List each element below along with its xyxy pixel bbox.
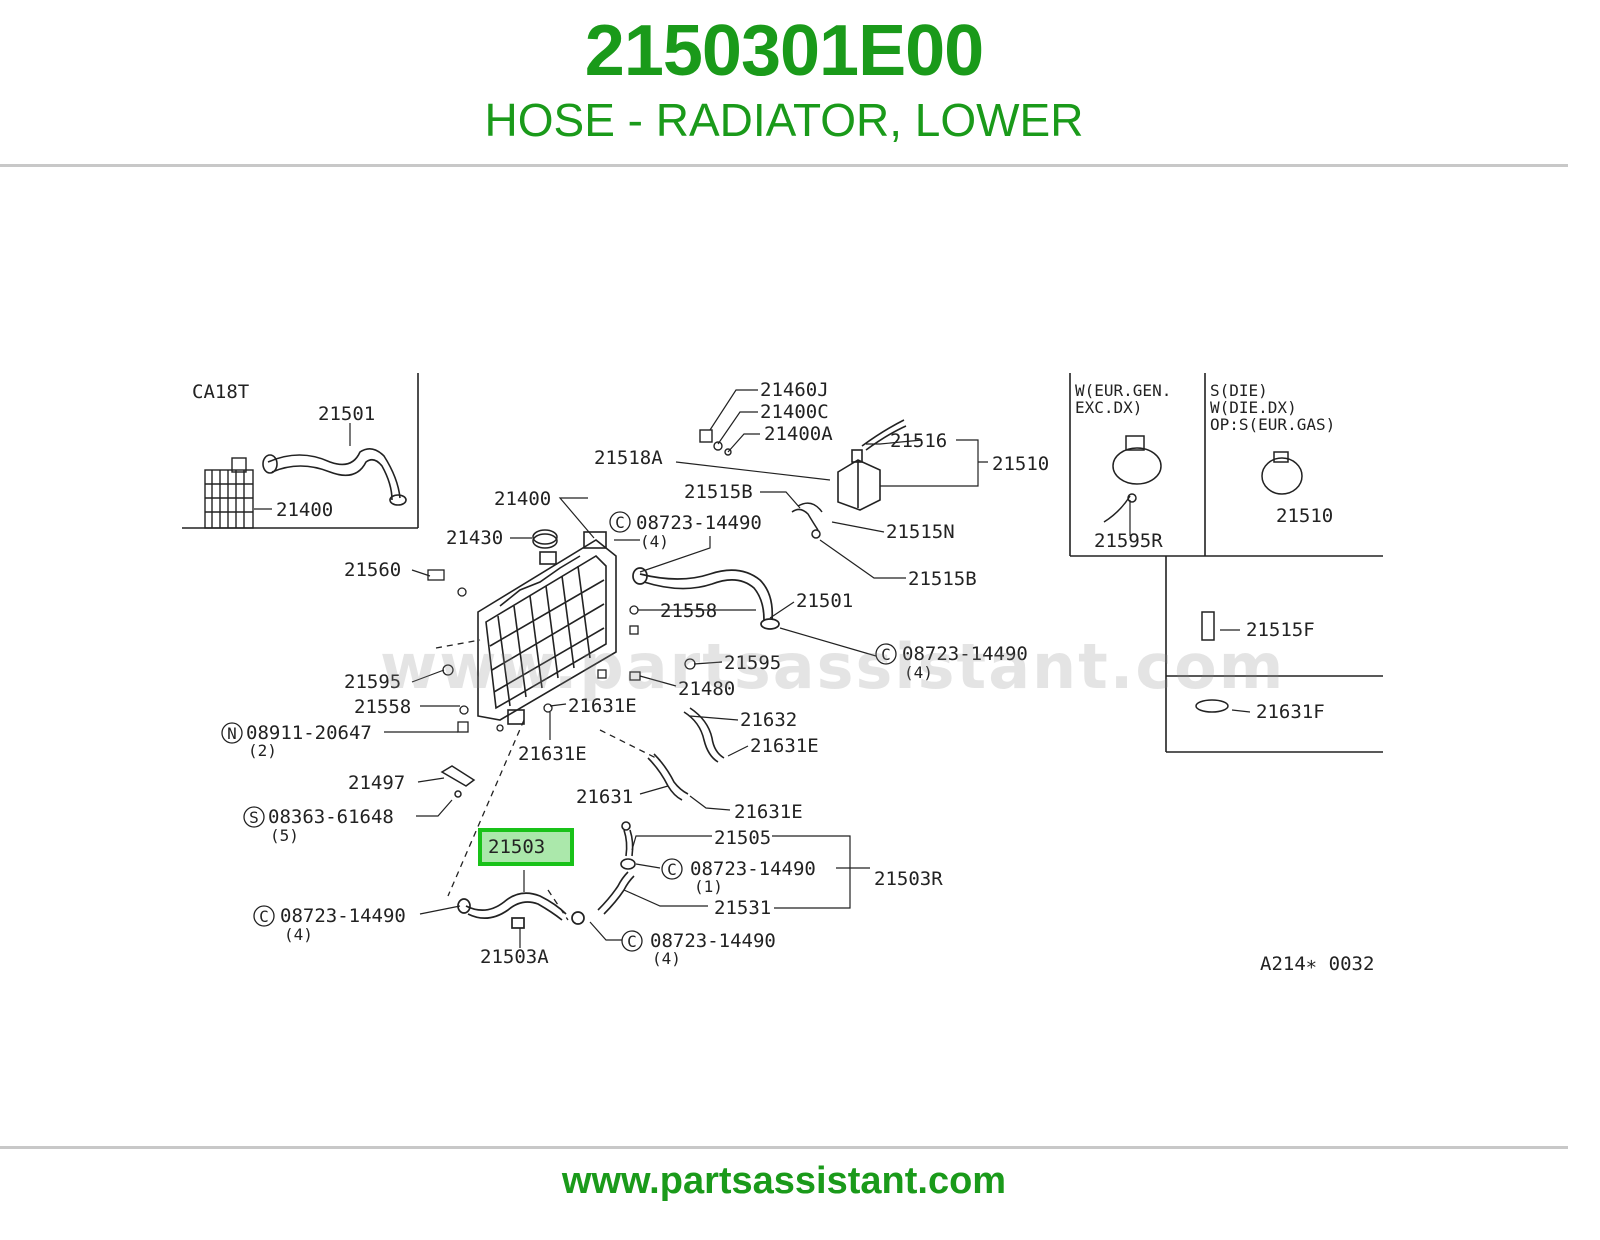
label-21501[interactable]: 21501: [796, 590, 853, 612]
reservoir-tank: [837, 419, 907, 511]
circle-c-mark: C: [615, 513, 625, 532]
label-21531[interactable]: 21531: [714, 897, 771, 919]
label-21510[interactable]: 21510: [992, 453, 1049, 475]
cap-small-parts: [699, 429, 732, 456]
footer-site-link[interactable]: www.partsassistant.com: [561, 1160, 1007, 1202]
label-21515f[interactable]: 21515F: [1246, 619, 1315, 641]
label-21631[interactable]: 21631: [576, 786, 633, 808]
label-qty-4-e: (4): [652, 949, 681, 968]
label-21595r[interactable]: 21595R: [1094, 530, 1163, 552]
label-21497[interactable]: 21497: [348, 772, 405, 794]
part-description: HOSE - RADIATOR, LOWER: [484, 94, 1084, 146]
leader-lines: [384, 389, 1251, 948]
circle-n-mark: N: [227, 724, 237, 743]
label-21515b-top[interactable]: 21515B: [684, 481, 753, 503]
circle-c-mark: C: [259, 907, 269, 926]
label-08363[interactable]: 08363-61648: [268, 806, 394, 828]
label-qty-4-d: (4): [284, 925, 313, 944]
inset-upper-hose: [262, 448, 407, 506]
label-08723-d[interactable]: 08723-14490: [280, 905, 406, 927]
inset-leader-lines: [254, 423, 351, 510]
part-number-title: 2150301E00: [584, 11, 984, 91]
highlight-box-21503[interactable]: [478, 828, 574, 866]
label-21501-inset: 21501: [318, 403, 375, 425]
diagram-background: [178, 340, 1390, 992]
label-21560[interactable]: 21560: [344, 559, 401, 581]
inset-engine-label: CA18T: [192, 381, 249, 403]
note-s-line2: W(DIE.DX): [1210, 398, 1297, 417]
label-qty-4-b: (4): [904, 663, 933, 682]
watermark: www.partsassistant.com: [380, 630, 1285, 703]
circle-prefix-marks: [221, 511, 897, 952]
label-21430[interactable]: 21430: [446, 527, 503, 549]
label-21400-inset: 21400: [276, 499, 333, 521]
bracket-21497: [440, 765, 476, 798]
label-21515n[interactable]: 21515N: [886, 521, 955, 543]
label-21515b-bottom[interactable]: 21515B: [908, 568, 977, 590]
label-21631e-b[interactable]: 21631E: [750, 735, 819, 757]
options-parts-drawings: [1103, 435, 1303, 713]
label-21631e-d[interactable]: 21631E: [734, 801, 803, 823]
label-21516[interactable]: 21516: [890, 430, 947, 452]
label-21631f[interactable]: 21631F: [1256, 701, 1325, 723]
circle-prefix-letters: C C N S C C C: [227, 513, 891, 951]
circle-c-mark: C: [881, 645, 891, 664]
label-21631e-a[interactable]: 21631E: [568, 695, 637, 717]
circle-c-mark: C: [627, 932, 637, 951]
dashed-guides: [435, 639, 661, 921]
label-21595-right[interactable]: 21595: [724, 652, 781, 674]
label-21480[interactable]: 21480: [678, 678, 735, 700]
circle-c-mark: C: [667, 860, 677, 879]
label-qty-2: (2): [248, 741, 277, 760]
circle-s-mark: S: [249, 808, 259, 827]
label-qty-1: (1): [694, 877, 723, 896]
label-08723-c[interactable]: 08723-14490: [690, 858, 816, 880]
inset-radiator-drawing: [204, 457, 254, 529]
part-labels: 21460J 21400C 21400A 21518A 21516 21510 …: [246, 379, 1333, 968]
option-notes: W(EUR.GEN. EXC.DX) S(DIE) W(DIE.DX) OP:S…: [1075, 381, 1335, 434]
upper-radiator-hose: [632, 567, 780, 630]
label-21631e-c[interactable]: 21631E: [518, 743, 587, 765]
label-08723-a[interactable]: 08723-14490: [636, 512, 762, 534]
label-21518a[interactable]: 21518A: [594, 447, 663, 469]
label-21503a[interactable]: 21503A: [480, 946, 549, 968]
note-s-line1: S(DIE): [1210, 381, 1268, 400]
radiator-cap: [532, 529, 558, 549]
label-21400a[interactable]: 21400A: [764, 423, 833, 445]
note-s-line3: OP:S(EUR.GAS): [1210, 415, 1335, 434]
label-qty-5: (5): [270, 826, 299, 845]
reservoir-hoses: [791, 502, 823, 539]
label-21400[interactable]: 21400: [494, 488, 551, 510]
label-21400c[interactable]: 21400C: [760, 401, 829, 423]
label-qty-4-a: (4): [640, 532, 669, 551]
lower-radiator-hose: [457, 892, 585, 929]
note-w-line2: EXC.DX): [1075, 398, 1142, 417]
footer-divider: [0, 1146, 1568, 1149]
label-21558-right[interactable]: 21558: [660, 600, 717, 622]
header-divider: [0, 164, 1568, 167]
radiator-core: [477, 531, 617, 725]
label-21505[interactable]: 21505: [714, 827, 771, 849]
label-21460j[interactable]: 21460J: [760, 379, 829, 401]
label-21632[interactable]: 21632: [740, 709, 797, 731]
label-21510-option[interactable]: 21510: [1276, 505, 1333, 527]
label-21595-left[interactable]: 21595: [344, 671, 401, 693]
oil-cooler-hoses: [647, 707, 725, 801]
label-21558-left[interactable]: 21558: [354, 696, 411, 718]
note-w-line1: W(EUR.GEN.: [1075, 381, 1171, 400]
label-21503[interactable]: 21503: [488, 836, 545, 858]
label-08723-b[interactable]: 08723-14490: [902, 643, 1028, 665]
label-21503r[interactable]: 21503R: [874, 868, 943, 890]
figure-code: A214∗ 0032: [1260, 953, 1374, 975]
label-08911[interactable]: 08911-20647: [246, 722, 372, 744]
label-08723-e[interactable]: 08723-14490: [650, 930, 776, 952]
options-frame: [1069, 373, 1383, 753]
